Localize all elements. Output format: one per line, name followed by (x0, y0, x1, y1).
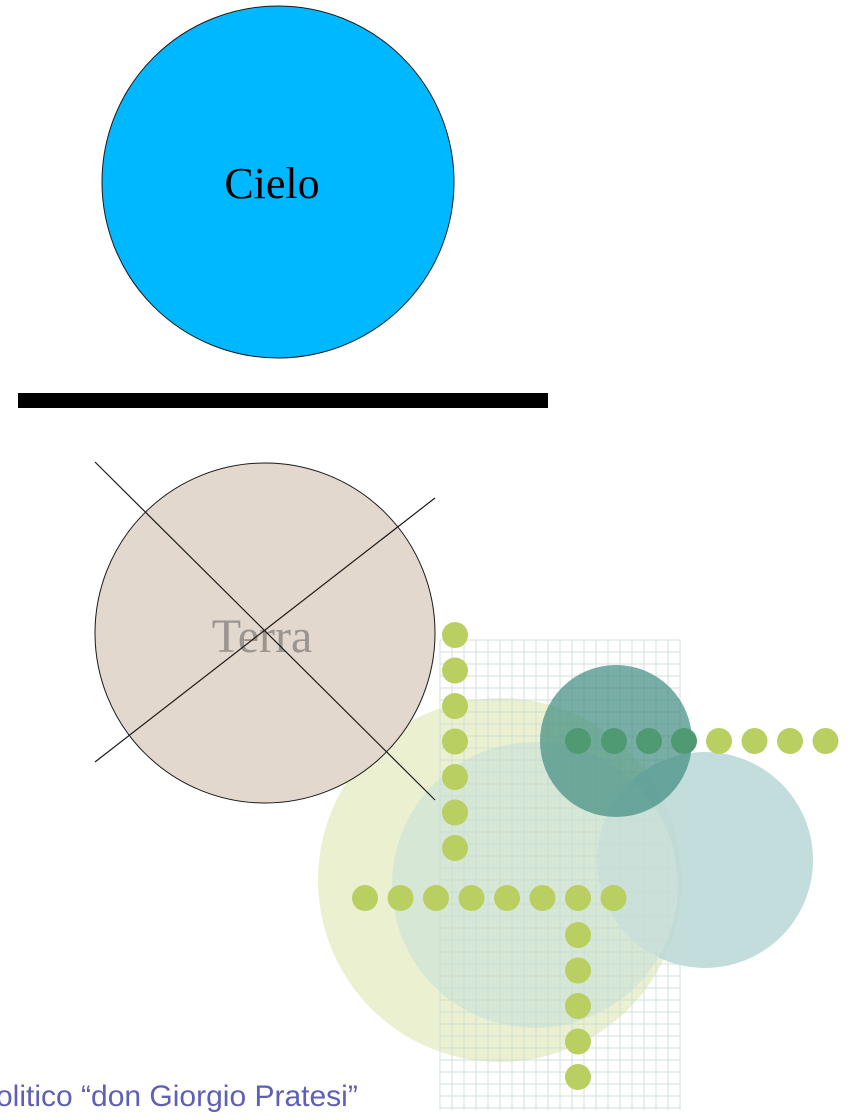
decorative-dot (777, 728, 803, 754)
sky-node: Cielo (101, 5, 455, 359)
decorative-dot (741, 728, 768, 754)
decorative-dot (442, 657, 468, 684)
decorative-dot (442, 728, 468, 755)
decorative-dot (671, 728, 697, 754)
decorative-dots (352, 622, 839, 1090)
decorative-dot (442, 835, 468, 861)
decorative-dot (565, 922, 591, 948)
cross-line-up (94, 497, 436, 763)
decorative-dot (812, 728, 839, 754)
cross-line-down (94, 461, 436, 801)
decorative-dot (565, 993, 591, 1019)
decorative-dot (600, 885, 627, 911)
sky-label: Cielo (224, 159, 319, 208)
decorative-dot (706, 728, 732, 754)
decorative-dot (442, 693, 468, 719)
earth-label: Terra (212, 610, 313, 663)
footer-text: olitico “don Giorgio Pratesi” (0, 1080, 358, 1113)
decorative-dot (458, 885, 485, 911)
decorative-dot (442, 622, 468, 648)
decorative-dot (529, 885, 556, 911)
decorative-dot (565, 885, 591, 911)
decorative-dot (565, 957, 591, 984)
decorative-dot (423, 885, 449, 911)
decorative-dot (565, 1064, 591, 1090)
decorative-dot (565, 728, 591, 754)
decorative-dot (601, 728, 627, 754)
decorative-dot (387, 885, 414, 911)
decorative-dot (494, 885, 520, 911)
decorative-dot (442, 799, 468, 826)
decorative-dot (352, 885, 378, 911)
earth-circle (94, 462, 436, 804)
earth-node: Terra (94, 461, 436, 804)
divider-bar (18, 393, 548, 408)
decorative-dot (636, 728, 662, 754)
decorative-dot (442, 764, 468, 790)
decorative-dot (565, 1028, 591, 1055)
sky-circle (101, 5, 455, 359)
decorative-background-graphic (318, 622, 839, 1110)
